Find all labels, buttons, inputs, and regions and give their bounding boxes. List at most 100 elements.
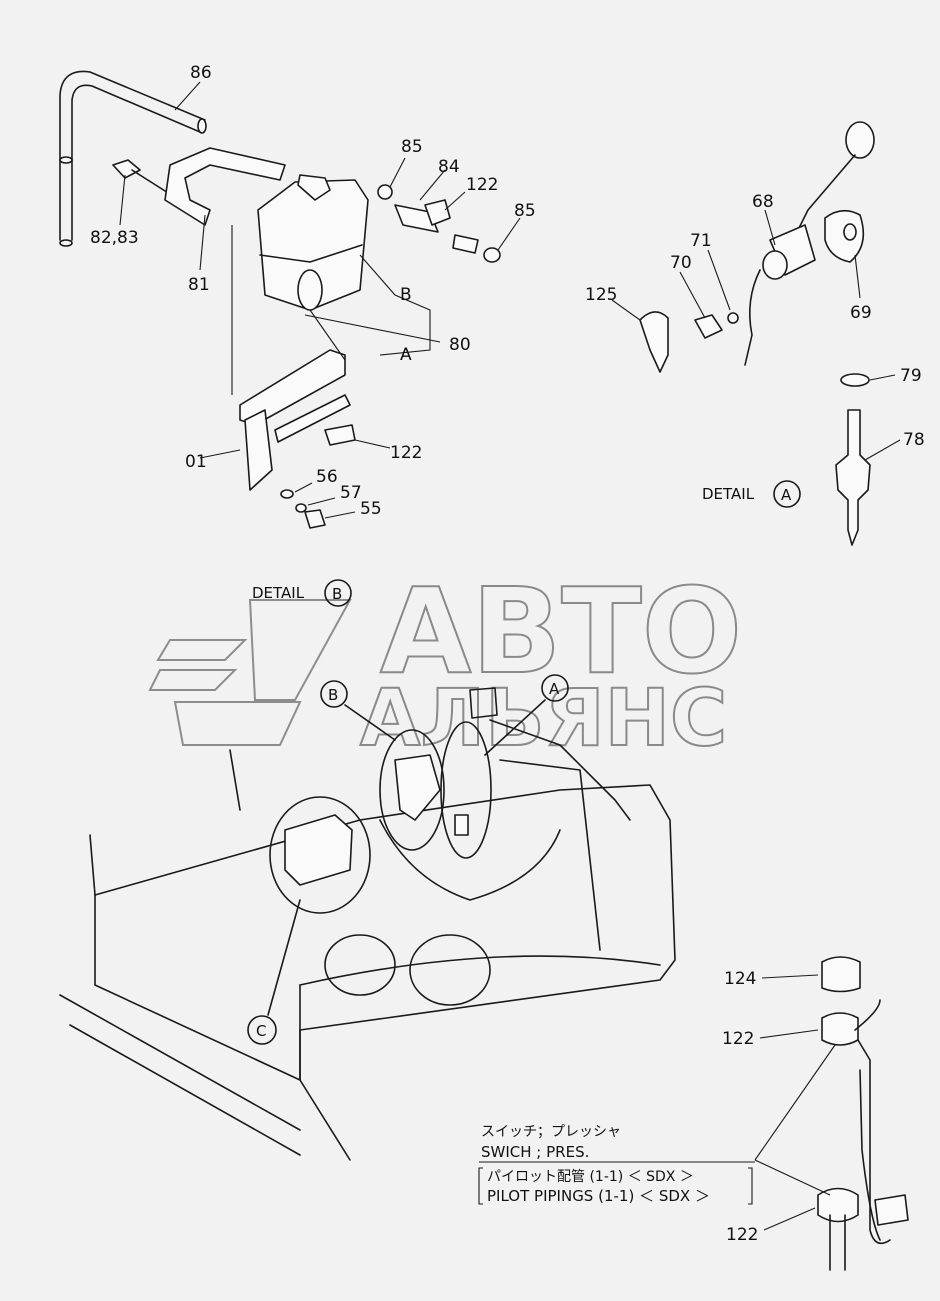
washer-56 [280, 489, 294, 499]
leaders-detail-a [611, 209, 901, 461]
plate-01-top [239, 349, 346, 426]
frame-line-2 [229, 749, 241, 811]
floor-line-1 [59, 994, 301, 1131]
callout-71: 71 [690, 231, 712, 251]
washer-57 [295, 503, 307, 513]
tube-segment [452, 234, 479, 254]
hose-break [59, 156, 73, 164]
switch-wire-upper [854, 999, 891, 1245]
callout-81: 81 [188, 275, 210, 295]
callout-122d: 122 [726, 1225, 758, 1245]
washer-79 [840, 373, 870, 387]
callout-85a: 85 [401, 137, 423, 157]
hose-end [59, 239, 73, 247]
switch-122d [817, 1187, 859, 1223]
leaders-top-left [119, 81, 521, 519]
switch-122d-wires [829, 1214, 846, 1271]
callout-70: 70 [670, 253, 692, 273]
detail-a-assembly [639, 121, 875, 546]
callout-122c: 122 [722, 1029, 754, 1049]
nut-85b [483, 247, 501, 263]
callout-122a: 122 [466, 175, 498, 195]
callout-122b: 122 [390, 443, 422, 463]
gasket-69-hole [843, 223, 857, 241]
detail-c-part [284, 814, 353, 886]
callout-79: 79 [900, 366, 922, 386]
callout-01: 01 [185, 452, 207, 472]
callout-124: 124 [724, 969, 756, 989]
detail-c-bubble [269, 796, 371, 914]
callout-80: 80 [449, 335, 471, 355]
engine-roller-2 [409, 934, 491, 1006]
hose-fitting [197, 118, 207, 134]
detail-c-view [267, 796, 371, 1016]
callout-b-tank: B [400, 285, 412, 305]
machine-body [59, 687, 676, 1161]
engine-curve-1 [379, 819, 561, 901]
float-weight [845, 121, 875, 159]
watermark-line1: АВТО [380, 562, 742, 700]
watermark: АВТО АЛЬЯНС [148, 561, 743, 765]
bracket-81 [164, 147, 286, 226]
switch-122c [821, 1012, 859, 1046]
cap-124 [821, 956, 861, 993]
callout-57: 57 [340, 483, 362, 503]
tank-seam [259, 244, 363, 263]
plate-01-side [244, 409, 273, 491]
clamp-122b [324, 424, 356, 446]
note-en-switch: SWICH ; PRES. [481, 1143, 589, 1161]
clamp-lower [874, 1194, 909, 1226]
clamp-122a [424, 199, 451, 226]
marker-b-letter: B [328, 686, 338, 704]
detail-b-view [344, 704, 445, 851]
leaders-bottom-right [754, 974, 836, 1231]
note-block: スイッチ；プレッシャ SWICH ; PRES. パイロット配管 (1-1) ＜… [478, 1124, 755, 1205]
detail-c-leader [267, 899, 301, 1016]
note-en-pilot: PILOT PIPINGS (1-1) ＜ SDX ＞ [487, 1187, 710, 1205]
note-jp-switch: スイッチ；プレッシャ [481, 1124, 621, 1140]
callout-84: 84 [438, 157, 460, 177]
sender-68-face [762, 250, 788, 280]
detail-b-heading-circle [324, 579, 352, 607]
screw-55 [304, 509, 326, 529]
screw-70 [694, 314, 723, 339]
tank-bottom-fitting [297, 269, 323, 311]
detail-a-heading: DETAIL [702, 485, 755, 503]
hose-86-outer [59, 70, 206, 241]
detail-b-leader [344, 704, 396, 741]
float-arm [797, 154, 856, 231]
marker-c-letter: C [256, 1022, 266, 1040]
callout-a-tank: A [400, 345, 412, 365]
callout-78: 78 [903, 430, 925, 450]
top-fitting [469, 687, 498, 719]
note-bracket-left [478, 1167, 483, 1205]
detail-headings: DETAIL A DETAIL B B A C [247, 480, 801, 1045]
engine-roller-1 [324, 934, 396, 996]
frame-line [89, 834, 96, 896]
detail-b-heading-letter: B [332, 585, 342, 603]
switch-wire-tube [859, 1069, 881, 1241]
detail-a-heading-circle [773, 480, 801, 508]
callout-85b: 85 [514, 201, 536, 221]
detail-b-bubble [379, 729, 445, 851]
callout-labels: 86 82,83 81 85 84 122 85 B 80 A 122 01 5… [90, 63, 925, 1245]
engine-side [499, 759, 601, 951]
callout-82-83: 82,83 [90, 228, 139, 248]
detail-b-part [394, 754, 441, 821]
hose-86-inner [71, 84, 201, 241]
washer-71 [727, 312, 739, 324]
tank-hose [309, 309, 346, 361]
callout-55: 55 [360, 499, 382, 519]
callout-86: 86 [190, 63, 212, 83]
sender-wire [744, 269, 761, 366]
cap-125 [639, 311, 669, 373]
detail-a-bubble [440, 721, 492, 859]
tank-assembly [59, 70, 501, 529]
marker-a-letter: A [549, 680, 560, 698]
callout-125: 125 [585, 285, 617, 305]
bolt-82-83 [112, 159, 141, 179]
detail-a-leader [484, 699, 546, 756]
detail-b-heading: DETAIL [252, 584, 305, 602]
